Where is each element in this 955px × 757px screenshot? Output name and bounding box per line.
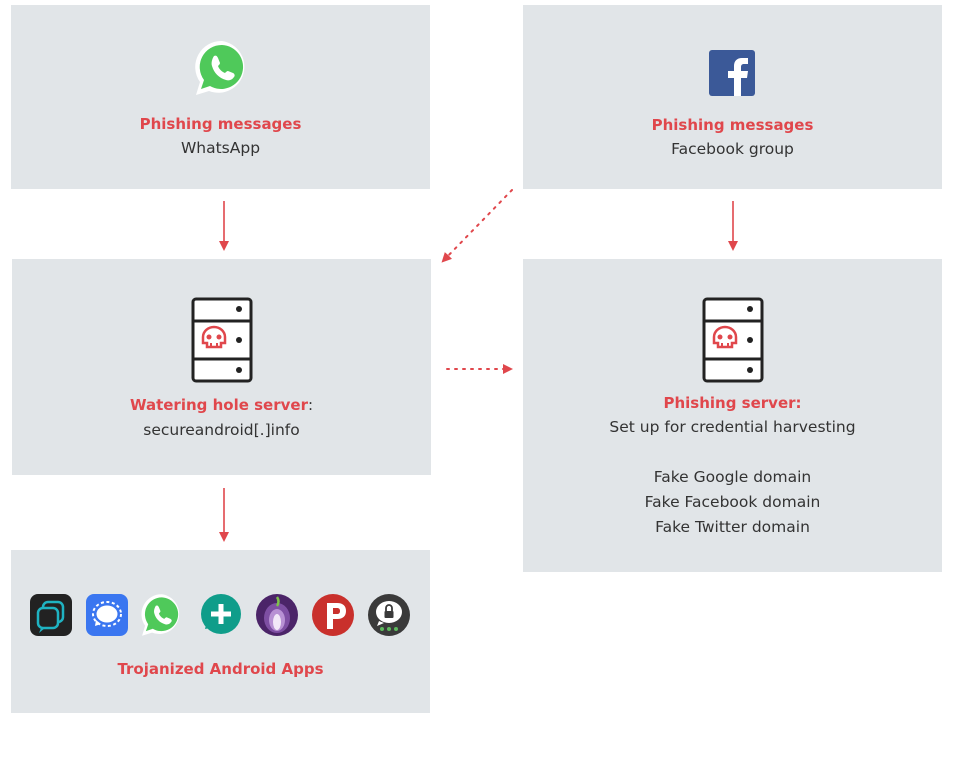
whatsapp-icon — [195, 40, 245, 95]
watering-box-subtitle: secureandroid[.]info — [143, 421, 300, 439]
whatsapp-box-title: Phishing messages — [139, 115, 302, 133]
facebook-box-title: Phishing messages — [651, 116, 814, 134]
tor-orbot-icon — [256, 594, 298, 636]
watering-title-text: Watering hole server — [129, 396, 308, 414]
facebook-icon — [709, 50, 755, 96]
box-trojanized-apps: Trojanized Android Apps — [11, 550, 430, 713]
arrow-facebook-to-watering-dotted — [441, 189, 513, 263]
box-whatsapp-phishing: Phishing messages WhatsApp — [11, 5, 430, 189]
box-watering-hole-server: Watering hole server: secureandroid[.]in… — [12, 259, 431, 475]
facebook-box-subtitle: Facebook group — [671, 140, 794, 158]
psiphon-icon — [312, 594, 354, 636]
whatsapp-icon — [141, 594, 180, 636]
fake-domain-facebook: Fake Facebook domain — [644, 493, 821, 511]
fake-domain-twitter: Fake Twitter domain — [655, 518, 810, 536]
malicious-server-icon — [702, 297, 764, 383]
watering-box-title: Watering hole server: — [12, 396, 431, 414]
whatsapp-box-subtitle: WhatsApp — [180, 139, 261, 157]
signal-icon — [86, 594, 128, 636]
app-icons-row — [29, 593, 419, 639]
phishing-server-title: Phishing server: — [663, 394, 802, 412]
threema-icon — [30, 594, 72, 636]
box-facebook-phishing: Phishing messages Facebook group — [523, 5, 942, 189]
fake-domain-google: Fake Google domain — [653, 468, 812, 486]
telegram-plus-icon — [201, 594, 241, 634]
malicious-server-icon — [191, 297, 253, 383]
apps-box-title: Trojanized Android Apps — [117, 660, 324, 678]
threema-lock-icon — [368, 594, 410, 636]
box-phishing-server: Phishing server: Set up for credential h… — [523, 259, 942, 572]
watering-title-suffix: : — [307, 396, 314, 414]
phishing-server-subtitle: Set up for credential harvesting — [609, 418, 856, 436]
